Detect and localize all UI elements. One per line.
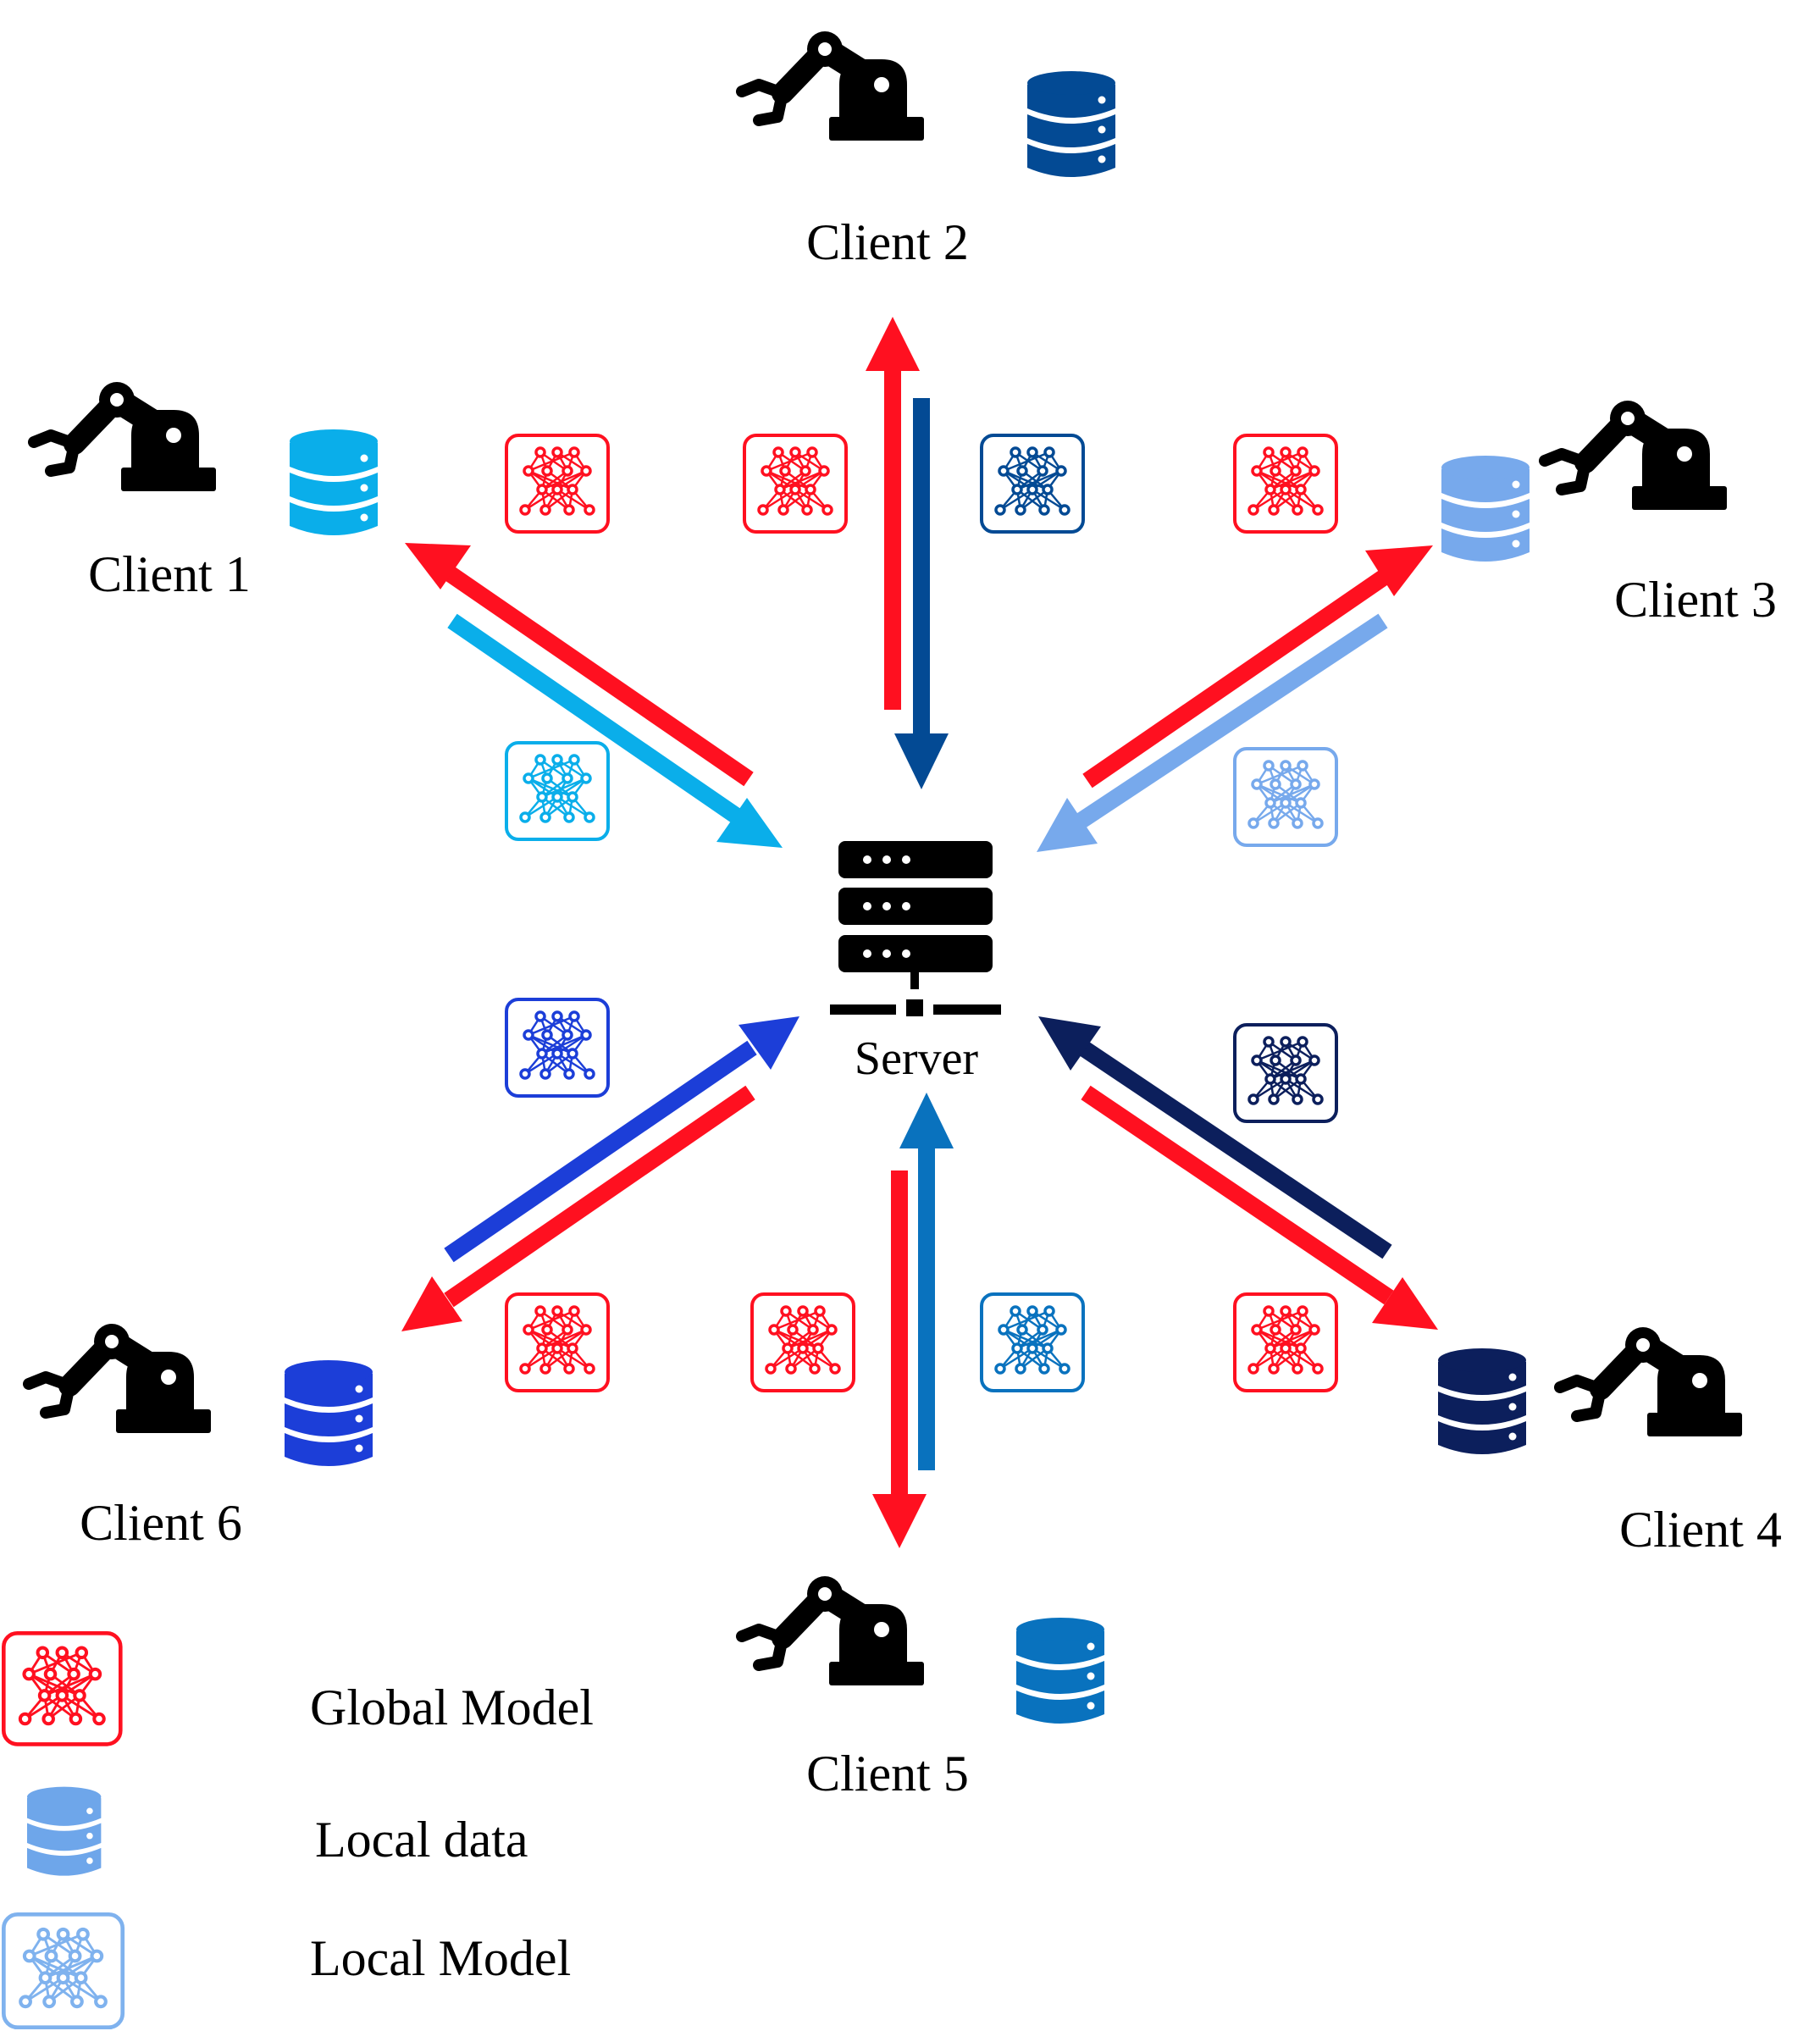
client-5-label: Client 5: [806, 1746, 969, 1801]
legend-local-data-label: Local data: [315, 1812, 528, 1868]
client-1-label: Client 1: [88, 546, 251, 602]
local-model-icon-client-4: [1233, 1023, 1338, 1123]
robot-arm-icon: [1545, 401, 1727, 510]
arrow-global-to-client-6: [401, 1085, 755, 1331]
local-model-icon-client-5: [980, 1292, 1085, 1392]
arrow-local-from-client-1: [447, 613, 783, 848]
server-icon: [830, 841, 1001, 1016]
robot-arm-icon: [742, 1576, 924, 1685]
database-icon: [1441, 456, 1530, 562]
client-4-label: Client 4: [1619, 1502, 1782, 1558]
legend-global-model: Global Model: [3, 1633, 594, 1744]
arrow-local-from-client-6: [444, 1016, 799, 1263]
arrow-local-from-client-5: [899, 1093, 954, 1470]
client-3: Client 3: [1441, 401, 1777, 628]
legend-local-model: Local Model: [3, 1914, 571, 2027]
local-model-icon: [3, 1914, 122, 2027]
client-2-label: Client 2: [806, 214, 969, 270]
robot-arm-icon: [34, 382, 216, 491]
legend: Global Model Local data Local Model: [3, 1633, 594, 2027]
database-icon: [1016, 1618, 1104, 1724]
global-model-icon: [3, 1633, 120, 1744]
arrow-global-to-client-2: [866, 317, 920, 710]
robot-arm-icon: [742, 31, 924, 141]
global-model-icon: [505, 1292, 610, 1392]
legend-local-model-label: Local Model: [310, 1930, 571, 1986]
global-model-icon: [505, 434, 610, 534]
server-label: Server: [855, 1032, 979, 1085]
database-icon: [1027, 71, 1115, 177]
robot-arm-icon: [1560, 1327, 1742, 1436]
arrow-local-from-client-4: [1038, 1016, 1392, 1259]
local-model-icon-client-1: [505, 741, 610, 841]
database-icon: [290, 429, 378, 535]
arrow-global-to-client-5: [872, 1170, 927, 1548]
global-model-icon: [743, 434, 848, 534]
client-1: Client 1: [34, 382, 378, 602]
client-2: Client 2: [742, 31, 1115, 270]
global-model-icon: [1233, 1292, 1338, 1392]
database-icon: [285, 1360, 373, 1466]
local-model-icon-client-2: [980, 434, 1085, 534]
legend-global-model-label: Global Model: [310, 1680, 594, 1735]
legend-local-data: Local data: [27, 1786, 528, 1876]
local-model-icon-client-3: [1233, 747, 1338, 847]
client-4: Client 4: [1438, 1327, 1782, 1558]
client-6-label: Client 6: [80, 1495, 242, 1551]
robot-arm-icon: [29, 1324, 211, 1433]
arrow-global-to-client-3: [1082, 545, 1433, 789]
client-5: Client 5: [742, 1576, 1104, 1801]
global-model-icon: [1233, 434, 1338, 534]
client-6: Client 6: [29, 1324, 373, 1551]
arrow-local-from-client-3: [1037, 613, 1388, 852]
arrow-global-to-client-1: [405, 543, 754, 787]
arrow-global-to-client-4: [1081, 1085, 1438, 1330]
global-model-icon: [750, 1292, 855, 1392]
arrow-local-from-client-2: [894, 398, 949, 789]
local-model-icon-client-6: [505, 998, 610, 1098]
database-icon: [1438, 1348, 1526, 1454]
client-3-label: Client 3: [1614, 572, 1777, 628]
database-icon: [27, 1786, 102, 1876]
